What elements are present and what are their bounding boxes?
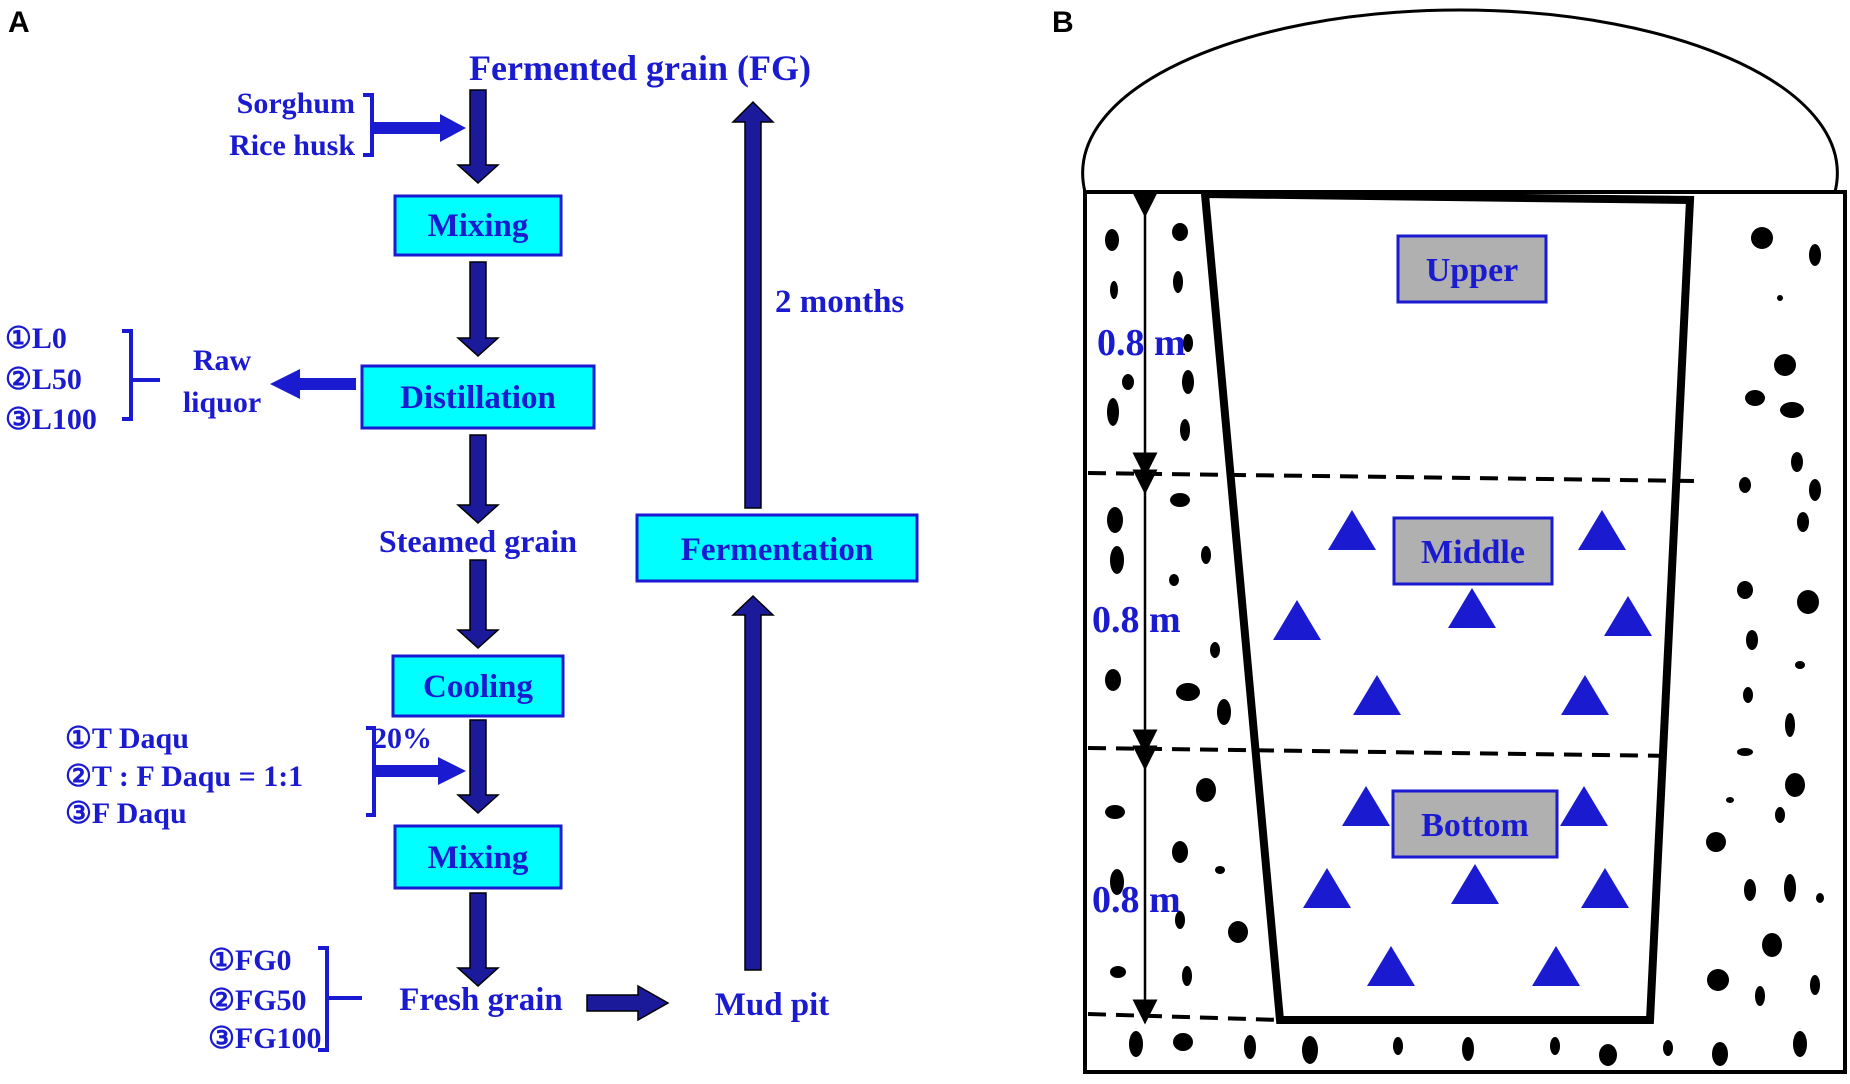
box-mixing-2 <box>393 824 563 890</box>
box-cooling <box>391 654 565 718</box>
fg-group-3: ③FG100 <box>208 1022 322 1055</box>
mud-texture <box>1105 223 1824 1066</box>
arrow-fermentation-to-fg <box>731 100 775 509</box>
bracket-liquor-groups <box>122 329 160 421</box>
step-fresh-grain: Fresh grain <box>399 982 562 1018</box>
sampling-triangle-middle-6 <box>1353 675 1401 715</box>
arrow-raw-to-flow <box>374 114 466 142</box>
sampling-triangle-middle-5 <box>1604 596 1652 636</box>
bracket-fg-groups <box>318 946 362 1052</box>
depth-label-upper: 0.8 m <box>1097 322 1186 364</box>
sampling-triangle-middle-2 <box>1578 510 1626 550</box>
liquor-group-1: ①L0 <box>5 322 67 355</box>
flow-arrows-left <box>456 89 500 988</box>
sampling-triangle-bottom-7 <box>1532 946 1580 986</box>
box-mixing-1 <box>393 194 563 257</box>
arrow-to-raw-liquor <box>270 369 356 399</box>
label-daqu-percent: 20% <box>372 722 432 755</box>
label-sorghum: Sorghum <box>237 87 355 120</box>
label-fermented-grain: Fermented grain (FG) <box>469 48 811 88</box>
box-fermentation <box>635 513 919 583</box>
fg-group-1: ①FG0 <box>208 944 292 977</box>
step-fermentation: Fermentation <box>681 532 873 568</box>
sampling-triangle-bottom-6 <box>1367 946 1415 986</box>
sampling-triangle-bottom-1 <box>1342 786 1390 826</box>
box-layer-middle <box>1392 516 1554 586</box>
layer-bottom: Bottom <box>1421 807 1529 844</box>
step-mixing-2: Mixing <box>428 840 529 876</box>
sampling-points <box>1273 510 1652 986</box>
fg-group-2: ②FG50 <box>208 984 307 1017</box>
step-mud-pit: Mud pit <box>715 987 830 1023</box>
pit-outer-ground <box>1083 190 1847 1074</box>
layer-middle: Middle <box>1421 534 1525 571</box>
sampling-triangle-bottom-3 <box>1303 868 1351 908</box>
sampling-triangle-middle-7 <box>1561 675 1609 715</box>
sampling-triangle-bottom-2 <box>1560 786 1608 826</box>
pit-dome <box>1081 8 1839 194</box>
layer-boundaries <box>1087 192 1699 1022</box>
daqu-group-2: ②T : F Daqu = 1:1 <box>65 760 303 793</box>
label-duration: 2 months <box>775 284 904 320</box>
arrow-mudpit-to-fermentation <box>731 594 775 971</box>
panel-label-a: A <box>8 6 30 39</box>
daqu-group-3: ③F Daqu <box>65 797 187 830</box>
sampling-triangle-middle-3 <box>1273 600 1321 640</box>
label-rice-husk: Rice husk <box>229 129 355 162</box>
liquor-group-2: ②L50 <box>5 363 82 396</box>
depth-label-middle: 0.8 m <box>1092 599 1181 641</box>
daqu-group-1: ①T Daqu <box>65 722 189 755</box>
bracket-daqu-groups <box>366 726 376 817</box>
sampling-triangle-bottom-5 <box>1581 868 1629 908</box>
step-distillation: Distillation <box>400 380 556 416</box>
box-layer-upper <box>1396 234 1548 304</box>
label-liquor: liquor <box>183 386 261 419</box>
panel-label-b: B <box>1052 6 1074 39</box>
bracket-raw-materials <box>363 93 374 157</box>
layer-upper: Upper <box>1426 252 1519 289</box>
step-steamed-grain: Steamed grain <box>379 523 577 559</box>
sampling-triangle-middle-4 <box>1448 588 1496 628</box>
depth-label-bottom: 0.8 m <box>1092 879 1181 921</box>
step-cooling: Cooling <box>423 669 534 705</box>
liquor-group-3: ③L100 <box>5 403 97 436</box>
arrow-daqu-to-flow <box>376 757 466 785</box>
arrow-fresh-to-mudpit <box>586 984 670 1022</box>
sampling-triangle-middle-1 <box>1328 510 1376 550</box>
step-mixing-1: Mixing <box>428 208 529 244</box>
sampling-triangle-bottom-4 <box>1451 864 1499 904</box>
label-raw: Raw <box>193 344 252 377</box>
box-distillation <box>360 364 596 430</box>
box-layer-bottom <box>1391 789 1559 859</box>
